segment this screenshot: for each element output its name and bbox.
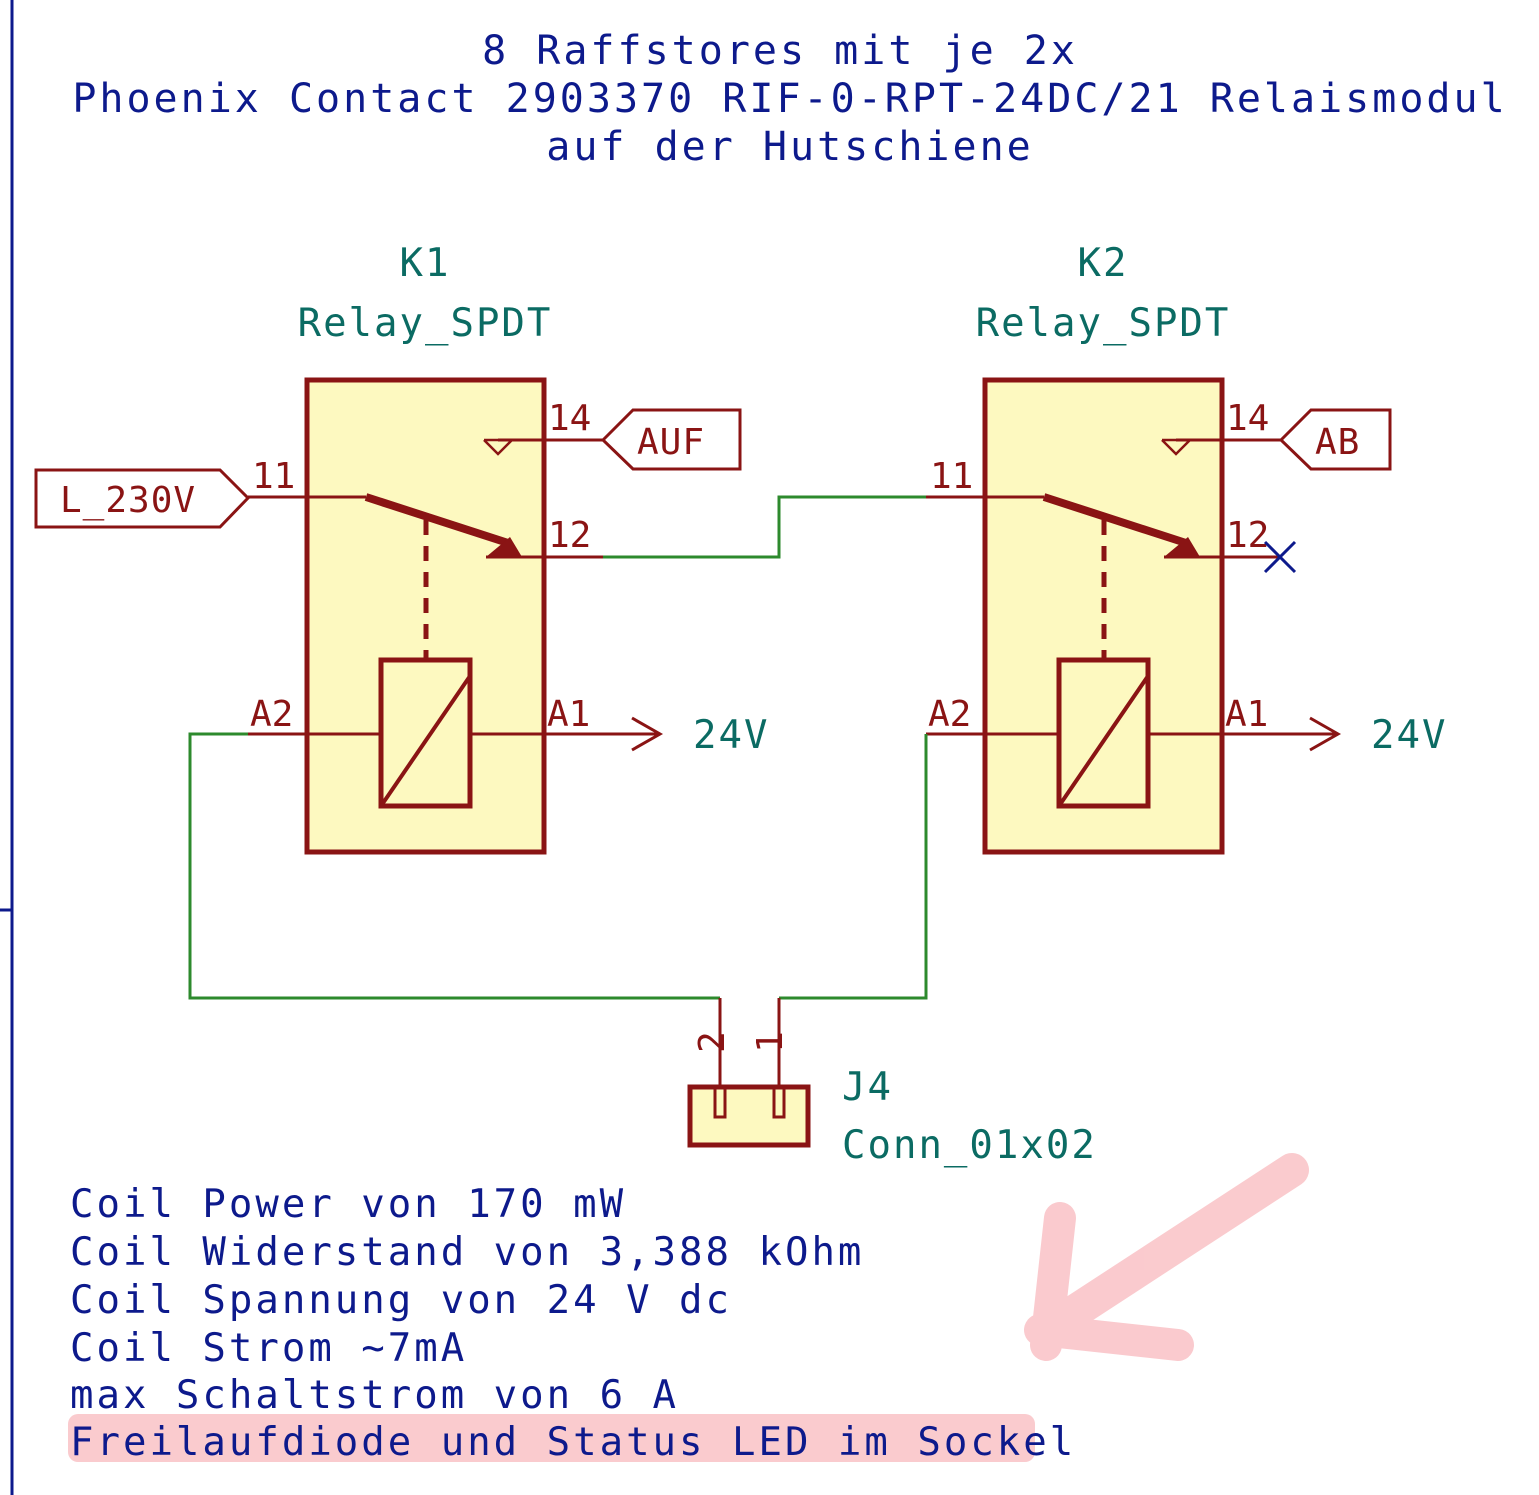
relay-k1-body [304, 377, 547, 855]
k1-power-24v: 24V [631, 713, 769, 758]
relay-k2-ref: K2 [1078, 241, 1129, 286]
relay-k1[interactable]: K1 Relay_SPDT 11 12 14 A2 A1 [248, 241, 660, 855]
connector-j4[interactable]: 2 1 J4 Conn_01x02 [687, 998, 1097, 1168]
notes-block: Coil Power von 170 mW Coil Widerstand vo… [70, 1182, 1076, 1465]
note-line-5: max Schaltstrom von 6 A [70, 1373, 679, 1418]
connector-j4-contact-1 [772, 1085, 786, 1119]
net-label-auf-text: AUF [637, 422, 705, 463]
title-line-3: auf der Hutschiene [546, 124, 1033, 170]
connector-j4-pin-2: 2 [692, 1031, 733, 1053]
wire-k2-a2-to-j4-1[interactable] [779, 734, 928, 1000]
relay-k2-pin-a2: A2 [928, 694, 971, 735]
relay-k1-pin-11: 11 [252, 456, 295, 497]
highlight-annotation [68, 1153, 1309, 1462]
relay-k2-coil-diagonal [1057, 674, 1150, 808]
note-line-6: Freilaufdiode und Status LED im Sockel [70, 1420, 1076, 1465]
relay-k2[interactable]: K2 Relay_SPDT 11 12 14 A2 A1 [926, 241, 1338, 855]
relay-k2-switch-arm [1042, 493, 1188, 547]
connector-j4-pin-1: 1 [750, 1031, 791, 1053]
note-line-1: Coil Power von 170 mW [70, 1182, 626, 1227]
relay-k1-pin-12: 12 [548, 515, 591, 556]
title-block: 8 Raffstores mit je 2x Phoenix Contact 2… [72, 28, 1507, 170]
relay-k2-pin-a1: A1 [1225, 694, 1268, 735]
connector-j4-body [687, 1084, 811, 1148]
net-label-auf[interactable]: AUF [600, 408, 742, 471]
relay-k2-pin-14: 14 [1226, 398, 1269, 439]
relay-k1-pin-14: 14 [548, 398, 591, 439]
note-line-4: Coil Strom ~7mA [70, 1326, 467, 1371]
relay-k1-pin-a1: A1 [547, 694, 590, 735]
arrow-shaft-icon [1045, 1153, 1309, 1337]
wire-k1-a2-to-j4-2[interactable] [188, 732, 720, 1000]
net-label-ab-text: AB [1315, 422, 1360, 463]
relay-k2-body [982, 377, 1225, 855]
title-line-2: Phoenix Contact 2903370 RIF-0-RPT-24DC/2… [72, 76, 1507, 122]
k1-power-label: 24V [693, 713, 769, 758]
relay-k1-ref: K1 [400, 241, 451, 286]
k2-power-arrow-icon [1309, 716, 1342, 752]
net-label-ab-shape [1278, 408, 1392, 471]
k1-power-arrow-icon [631, 716, 664, 752]
net-label-auf-shape [600, 408, 742, 471]
no-connect-icon [1263, 540, 1297, 574]
connector-j4-value: Conn_01x02 [842, 1123, 1097, 1168]
note-line-3: Coil Spannung von 24 V dc [70, 1278, 732, 1323]
arrow-head-bottom-icon [1024, 1314, 1194, 1361]
note-line-2: Coil Widerstand von 3,388 kOhm [70, 1230, 864, 1275]
connector-j4-ref: J4 [842, 1065, 893, 1110]
connector-j4-contact-2 [713, 1085, 727, 1119]
relay-k1-coil-diagonal [379, 674, 472, 808]
title-line-1: 8 Raffstores mit je 2x [482, 28, 1078, 74]
net-label-l230v[interactable]: L_230V [34, 468, 251, 529]
relay-k1-value: Relay_SPDT [298, 301, 553, 346]
relay-k2-value: Relay_SPDT [976, 301, 1231, 346]
relay-k1-pin-a2: A2 [250, 694, 293, 735]
k2-power-24v: 24V [1309, 713, 1447, 758]
relay-k1-switch-arm [364, 493, 510, 547]
net-label-ab[interactable]: AB [1278, 408, 1392, 471]
highlight-underline [68, 1414, 1035, 1462]
net-label-l230v-shape [34, 468, 251, 529]
relay-k2-nc-contact [1164, 537, 1200, 557]
wire-k1-12-to-k2-11[interactable] [603, 495, 926, 559]
relay-k1-nc-contact [486, 537, 522, 557]
net-label-l230v-text: L_230V [60, 480, 196, 521]
relay-k2-pin-12: 12 [1226, 515, 1269, 556]
k2-power-label: 24V [1371, 713, 1447, 758]
relay-k2-pin-11: 11 [930, 456, 973, 497]
